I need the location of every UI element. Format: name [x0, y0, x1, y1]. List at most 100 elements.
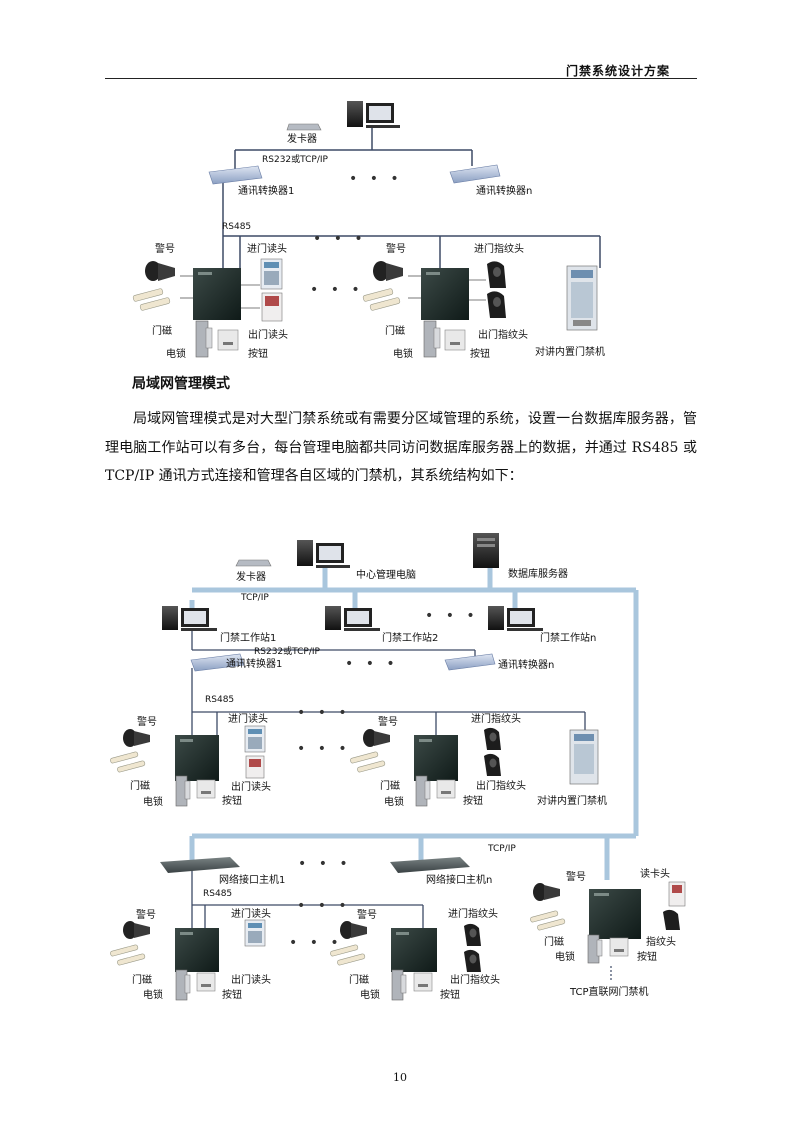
ellipsis: • • •: [310, 282, 364, 298]
diagram-lan-mode: 发卡器 中心管理电脑 数据库服务器 TCP/IP 门禁工作站1 门禁工作站2 •…: [110, 533, 686, 1001]
fingerprint-reader-icon: [464, 949, 481, 972]
lock-icon: [195, 320, 213, 358]
door-sensor-icon: [362, 288, 401, 311]
button-icon: [413, 972, 433, 992]
section-paragraph: 局域网管理模式是对大型门禁系统或有需要分区域管理的系统，设置一台数据库服务器，管…: [105, 405, 697, 491]
lock-label: 电锁: [143, 988, 163, 1001]
workstation-icon: [325, 606, 380, 631]
fingerprint-reader-icon: [487, 291, 506, 318]
bus-label: RS485: [205, 695, 234, 705]
controller-icon: [589, 889, 641, 939]
workstation-icon: [488, 606, 543, 631]
siren-icon: [373, 261, 403, 281]
exit-reader-label: 出门读头: [231, 973, 271, 986]
button-label: 按钮: [440, 988, 460, 1001]
entry-reader-label: 进门读头: [231, 907, 271, 920]
controller-icon: [175, 735, 219, 781]
button-label: 按钮: [463, 794, 483, 807]
entry-reader-label: 进门读头: [247, 242, 287, 255]
link-label: RS232或TCP/IP: [254, 645, 321, 657]
converter-1-label: 通讯转换器1: [226, 657, 282, 670]
entry-fingerprint-label: 进门指纹头: [471, 712, 521, 725]
button-label: 按钮: [470, 347, 490, 360]
button-label: 按钮: [248, 347, 268, 360]
card-reader-label: 读卡头: [640, 867, 670, 880]
converter-icon: [208, 165, 263, 185]
alarm-label: 警号: [136, 908, 156, 921]
converter-icon: [449, 164, 501, 184]
ellipsis: • • •: [349, 171, 403, 187]
converter-icon: [190, 653, 245, 672]
workstation-icon: [162, 606, 217, 631]
controller-icon: [175, 928, 219, 972]
card-issuer-label: 发卡器: [287, 132, 317, 145]
intercom-label: 对讲内置门禁机: [537, 794, 607, 807]
page-number: 10: [393, 1071, 407, 1084]
converter-icon: [444, 653, 496, 671]
central-computer-icon: [297, 540, 350, 568]
lock-label: 电锁: [393, 347, 413, 360]
ellipsis: • • •: [425, 608, 479, 624]
siren-icon: [363, 729, 390, 747]
net-ctrl-n-label: 网络接口主机n: [426, 873, 492, 886]
section-title: 局域网管理模式: [132, 376, 230, 392]
ellipsis: • • •: [313, 231, 367, 247]
ellipsis: • • •: [297, 898, 351, 914]
door-sensor-label: 门磁: [544, 935, 564, 948]
network-controller-icon: [390, 857, 470, 873]
net-ctrl-1-label: 网络接口主机1: [219, 873, 285, 886]
lock-icon: [587, 934, 603, 964]
lock-label: 电锁: [360, 988, 380, 1001]
paragraph-text: 局域网管理模式是对大型门禁系统或有需要分区域管理的系统，设置一台数据库服务器，管…: [105, 411, 697, 484]
button-icon: [217, 329, 239, 351]
button-label: 按钮: [637, 950, 657, 963]
card-issuer-label: 发卡器: [236, 570, 266, 583]
alarm-label: 警号: [378, 715, 398, 728]
converter-1-label: 通讯转换器1: [238, 184, 294, 197]
alarm-label: 警号: [137, 715, 157, 728]
converter-n-label: 通讯转换器n: [476, 184, 532, 197]
intercom-panel-icon: [566, 265, 598, 331]
card-issuer-icon: [235, 559, 272, 567]
alarm-label: 警号: [357, 908, 377, 921]
door-sensor-label: 门磁: [349, 973, 369, 986]
siren-icon: [145, 261, 175, 281]
door-sensor-label: 门磁: [130, 779, 150, 792]
button-label: 按钮: [222, 988, 242, 1001]
button-label: 按钮: [222, 794, 242, 807]
controller-icon: [391, 928, 437, 972]
lock-icon: [391, 969, 407, 1001]
entry-fingerprint-label: 进门指纹头: [448, 907, 498, 920]
door-sensor-label: 门磁: [132, 973, 152, 986]
alarm-label: 警号: [155, 242, 175, 255]
door-sensor-icon: [110, 944, 146, 966]
page-header-title: 门禁系统设计方案: [566, 64, 671, 78]
button-icon: [444, 329, 466, 351]
bus-label: RS485: [222, 222, 251, 232]
bus-label: RS485: [203, 889, 232, 899]
siren-icon: [340, 921, 367, 939]
exit-fingerprint-label: 出门指纹头: [478, 328, 528, 341]
workstation-n-label: 门禁工作站n: [540, 631, 596, 644]
converter-n-label: 通讯转换器n: [498, 658, 554, 671]
workstation-2-label: 门禁工作站2: [382, 631, 438, 644]
door-sensor-label: 门磁: [152, 324, 172, 337]
alarm-label: 警号: [566, 870, 586, 883]
controller-icon: [421, 268, 469, 320]
network-controller-icon: [160, 857, 240, 873]
exit-reader-label: 出门读头: [231, 780, 271, 793]
lock-icon: [175, 775, 191, 807]
tcp-controller-label: TCP直联网门禁机: [569, 985, 649, 998]
fingerprint-reader-icon: [464, 923, 481, 946]
door-sensor-icon: [110, 751, 146, 773]
db-server-label: 数据库服务器: [508, 567, 568, 580]
fingerprint-reader-icon: [484, 753, 501, 776]
link-label: RS232或TCP/IP: [262, 153, 329, 165]
fingerprint-reader-label: 指纹头: [646, 935, 676, 948]
exit-reader-icon: [245, 755, 265, 779]
button-icon: [196, 972, 216, 992]
intercom-label: 对讲内置门禁机: [535, 345, 605, 358]
lock-icon: [175, 969, 191, 1001]
door-sensor-icon: [330, 944, 366, 966]
card-issuer-icon: [286, 123, 322, 131]
